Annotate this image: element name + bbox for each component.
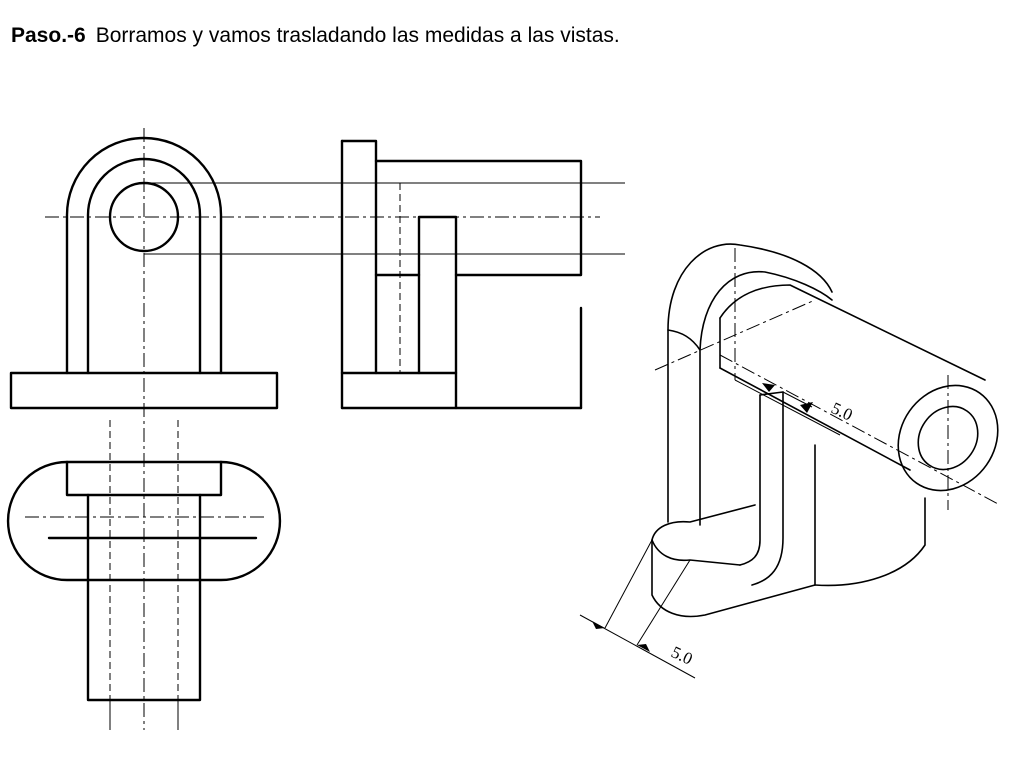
dim-lower-ext-left — [604, 539, 653, 629]
dim-upper-arrow-left — [762, 383, 775, 392]
side-rib — [417, 215, 458, 410]
top-base-stadium — [6, 460, 282, 582]
iso-end-outer — [897, 384, 999, 492]
side-view — [340, 139, 583, 410]
dim-upper-leader — [782, 391, 813, 408]
dim-lower-arrow-right — [637, 644, 650, 652]
iso-upright-inner — [699, 270, 833, 526]
iso-upright-edge — [667, 329, 701, 351]
dimension-upper: 5.0 — [734, 379, 856, 436]
iso-rib-left — [739, 394, 761, 566]
iso-cylinder-axis — [719, 354, 1001, 506]
iso-cylinder-top — [719, 284, 986, 381]
dim-lower-ext-right — [636, 559, 691, 646]
isometric-view — [651, 243, 1001, 618]
top-upright-rect — [65, 460, 223, 497]
iso-cylinder-bottom — [719, 367, 911, 471]
iso-rib-top — [759, 391, 784, 396]
top-view — [6, 420, 282, 730]
dim-lower-value: 5.0 — [668, 642, 695, 668]
iso-base-back — [651, 504, 756, 541]
step-description: Borramos y vamos trasladando las medidas… — [95, 24, 620, 47]
iso-base-front — [651, 539, 816, 618]
step-number: Paso.-6 — [11, 24, 86, 47]
iso-upright-outer — [667, 243, 833, 523]
step-title: Paso.-6 Borramos y vamos trasladando las … — [11, 24, 620, 48]
top-cylinder — [86, 493, 202, 702]
iso-rib-right — [751, 391, 784, 586]
front-view — [9, 128, 625, 730]
iso-end-hole — [917, 405, 979, 471]
dim-upper-value: 5.0 — [828, 398, 855, 424]
side-plate-top — [340, 139, 378, 375]
dim-upper-line — [734, 379, 841, 436]
dim-lower-arrow-left — [592, 621, 605, 629]
side-cylinder — [374, 159, 583, 277]
iso-support-front — [814, 497, 926, 587]
iso-base-top-edge — [651, 539, 741, 566]
dim-upper-arrow-right — [800, 402, 813, 413]
